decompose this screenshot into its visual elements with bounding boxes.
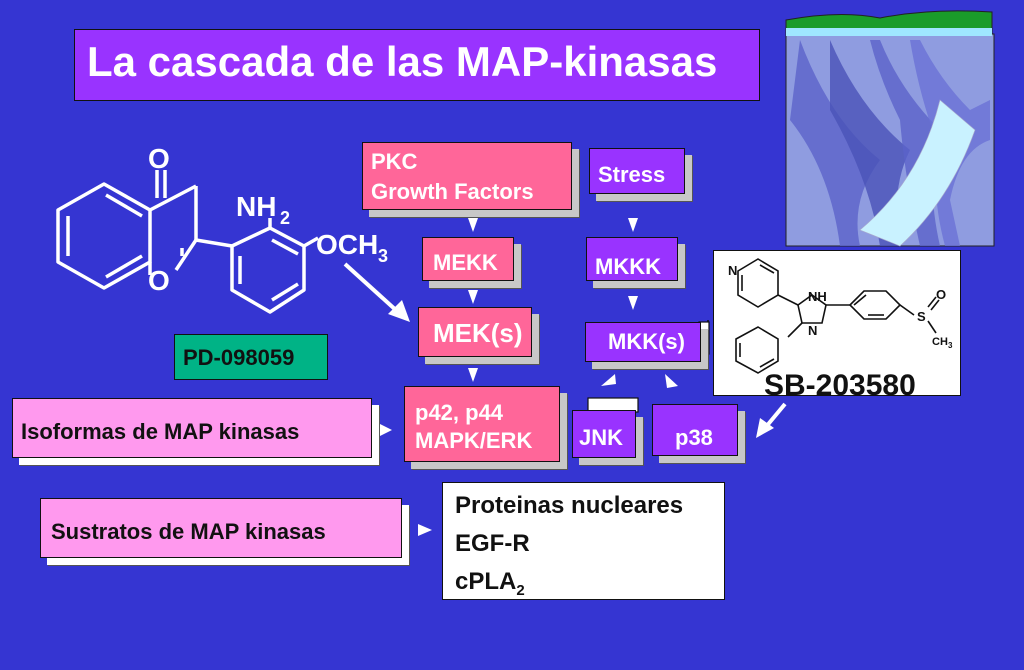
node-mek: MEK(s) (418, 307, 532, 357)
atom-o: O (936, 287, 946, 302)
sustratos-label: Sustratos de MAP kinasas (40, 498, 402, 558)
cpla-subscript: 2 (516, 581, 525, 599)
arrow-pd-mek-head (388, 300, 410, 322)
sb203580-panel: N NH N S O CH 3 SB-203580 (713, 250, 961, 402)
arrow-mekk-mek (468, 290, 478, 304)
node-stress: Stress (589, 148, 685, 194)
page-title: La cascada de las MAP-kinasas (74, 29, 760, 101)
isoformas-label: Isoformas de MAP kinasas (12, 398, 372, 458)
substrate-list: Proteinas nucleares EGF-R cPLA2 (442, 482, 725, 600)
node-pkc-growth-factors: PKC Growth Factors (362, 142, 572, 210)
substrate-item: cPLA2 (455, 563, 724, 610)
arrow-p42-isoformas (380, 424, 392, 436)
arrow-stress-mkkk (628, 218, 638, 232)
node-mkkk: MKKK (586, 237, 678, 281)
atom-o-ketone: O (148, 143, 170, 174)
atom-n-pyridine: N (728, 263, 737, 278)
atom-och3-subscript: 3 (378, 246, 388, 266)
arrow-mkk-jnk (601, 374, 616, 386)
arrow-pd-mek-shaft (343, 262, 400, 314)
cpla-label: cPLA (455, 568, 517, 595)
mapk-erk-label: MAPK/ERK (415, 428, 533, 453)
arrow-mkk-p38 (665, 374, 678, 388)
arrow-sb-p38-head (756, 418, 774, 438)
pd098059-label: PD-098059 (174, 334, 328, 380)
growth-factors-label: Growth Factors (371, 179, 534, 204)
p42-p44-label: p42, p44 (415, 400, 504, 425)
sb203580-structure: N NH N S O CH 3 (728, 258, 953, 374)
atom-ch3: CH (932, 336, 948, 348)
node-jnk: JNK (572, 410, 636, 458)
node-p42-p44-mapk-erk: p42, p44 MAPK/ERK (404, 386, 560, 462)
atom-ch3-subscript: 3 (948, 341, 953, 350)
atom-n: N (808, 323, 817, 338)
atom-nh2: NH (236, 191, 276, 222)
arrow-pkc-mekk (468, 218, 478, 232)
node-mkk: MKK(s) (585, 322, 701, 362)
arrow-mkkk-mkk (628, 296, 638, 310)
substrate-item: Proteinas nucleares (455, 492, 684, 519)
sb203580-label: SB-203580 (764, 369, 916, 402)
atom-o-ring: O (148, 265, 170, 296)
atom-nh2-subscript: 2 (280, 208, 290, 228)
atom-s: S (917, 309, 926, 324)
atom-nh: NH (808, 289, 827, 304)
node-mekk: MEKK (422, 237, 514, 281)
atom-och3: OCH (316, 229, 378, 260)
node-p38: p38 (652, 404, 738, 456)
arrow-mek-p42 (468, 368, 478, 382)
substrate-item: EGF-R (455, 530, 530, 557)
arrow-sustratos-list (418, 524, 432, 536)
arrow-sb-p38-shaft (763, 402, 787, 430)
pkc-label: PKC (371, 149, 418, 174)
